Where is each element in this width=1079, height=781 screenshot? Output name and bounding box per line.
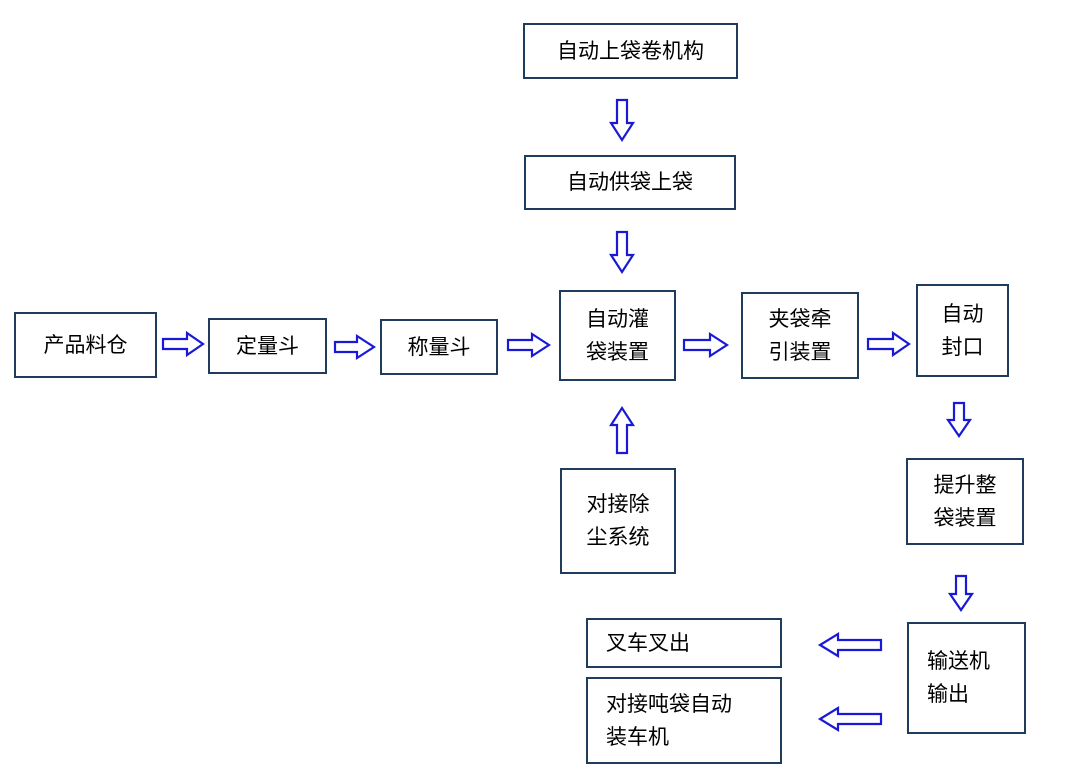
node-label: 叉车叉出 — [606, 630, 690, 655]
node-label: 称量斗 — [407, 334, 471, 359]
node-label: 自动上袋卷机构 — [557, 38, 704, 63]
arrow-down-sealing-to-lift — [945, 401, 973, 438]
arrow-right-filling-to-clamp — [682, 331, 730, 359]
node-label-line1: 夹袋牵 — [768, 306, 832, 331]
node-label-line2: 袋装置 — [586, 339, 649, 364]
node-label-line2: 袋装置 — [933, 505, 997, 530]
node-dust-removal: 对接除 尘系统 — [560, 468, 676, 574]
node-label-line2: 引装置 — [768, 339, 832, 364]
arrow-down-supply-to-filling — [608, 230, 636, 275]
node-label-line2: 装车机 — [606, 724, 669, 749]
node-lift-shaping: 提升整 袋装置 — [906, 458, 1024, 545]
node-label-line1: 提升整 — [933, 472, 997, 497]
node-ton-bag-loader: 对接吨袋自动 装车机 — [586, 677, 782, 764]
node-auto-sealing: 自动 封口 — [916, 284, 1009, 377]
node-label: 产品料仓 — [43, 332, 128, 357]
node-label: 自动供袋上袋 — [567, 170, 693, 195]
arrow-down-roll-to-supply — [608, 98, 636, 143]
node-auto-bag-supply: 自动供袋上袋 — [524, 155, 736, 210]
arrow-right-weighing-to-filling — [506, 331, 552, 359]
arrow-down-lift-to-conveyor — [947, 574, 975, 612]
node-label-line1: 输送机 — [927, 649, 990, 674]
node-label-line2: 尘系统 — [586, 525, 650, 549]
arrow-right-dosing-to-weighing — [333, 333, 377, 361]
node-label-line1: 对接除 — [586, 492, 650, 517]
node-auto-filling: 自动灌 袋装置 — [559, 290, 676, 381]
arrow-up-dust-to-filling — [608, 405, 636, 455]
node-product-bin: 产品料仓 — [14, 312, 157, 378]
node-forklift-out: 叉车叉出 — [586, 618, 782, 668]
node-label-line1: 自动灌 — [586, 306, 649, 331]
node-label-line1: 对接吨袋自动 — [606, 691, 732, 716]
node-bag-roll-mechanism: 自动上袋卷机构 — [523, 23, 738, 79]
arrow-left-conveyor-to-loader — [817, 706, 883, 732]
node-label-line2: 输出 — [927, 682, 969, 706]
arrow-right-bin-to-dosing — [161, 330, 205, 358]
node-label-line2: 封口 — [941, 334, 984, 359]
node-conveyor-output: 输送机 输出 — [907, 622, 1026, 734]
node-label-line1: 自动 — [941, 301, 984, 326]
node-weighing-hopper: 称量斗 — [380, 319, 498, 375]
node-dosing-hopper: 定量斗 — [208, 318, 327, 374]
arrow-left-conveyor-to-forklift — [817, 632, 883, 658]
arrow-right-clamp-to-sealing — [866, 330, 911, 358]
node-label: 定量斗 — [236, 333, 299, 358]
node-bag-clamp-traction: 夹袋牵 引装置 — [741, 292, 859, 379]
